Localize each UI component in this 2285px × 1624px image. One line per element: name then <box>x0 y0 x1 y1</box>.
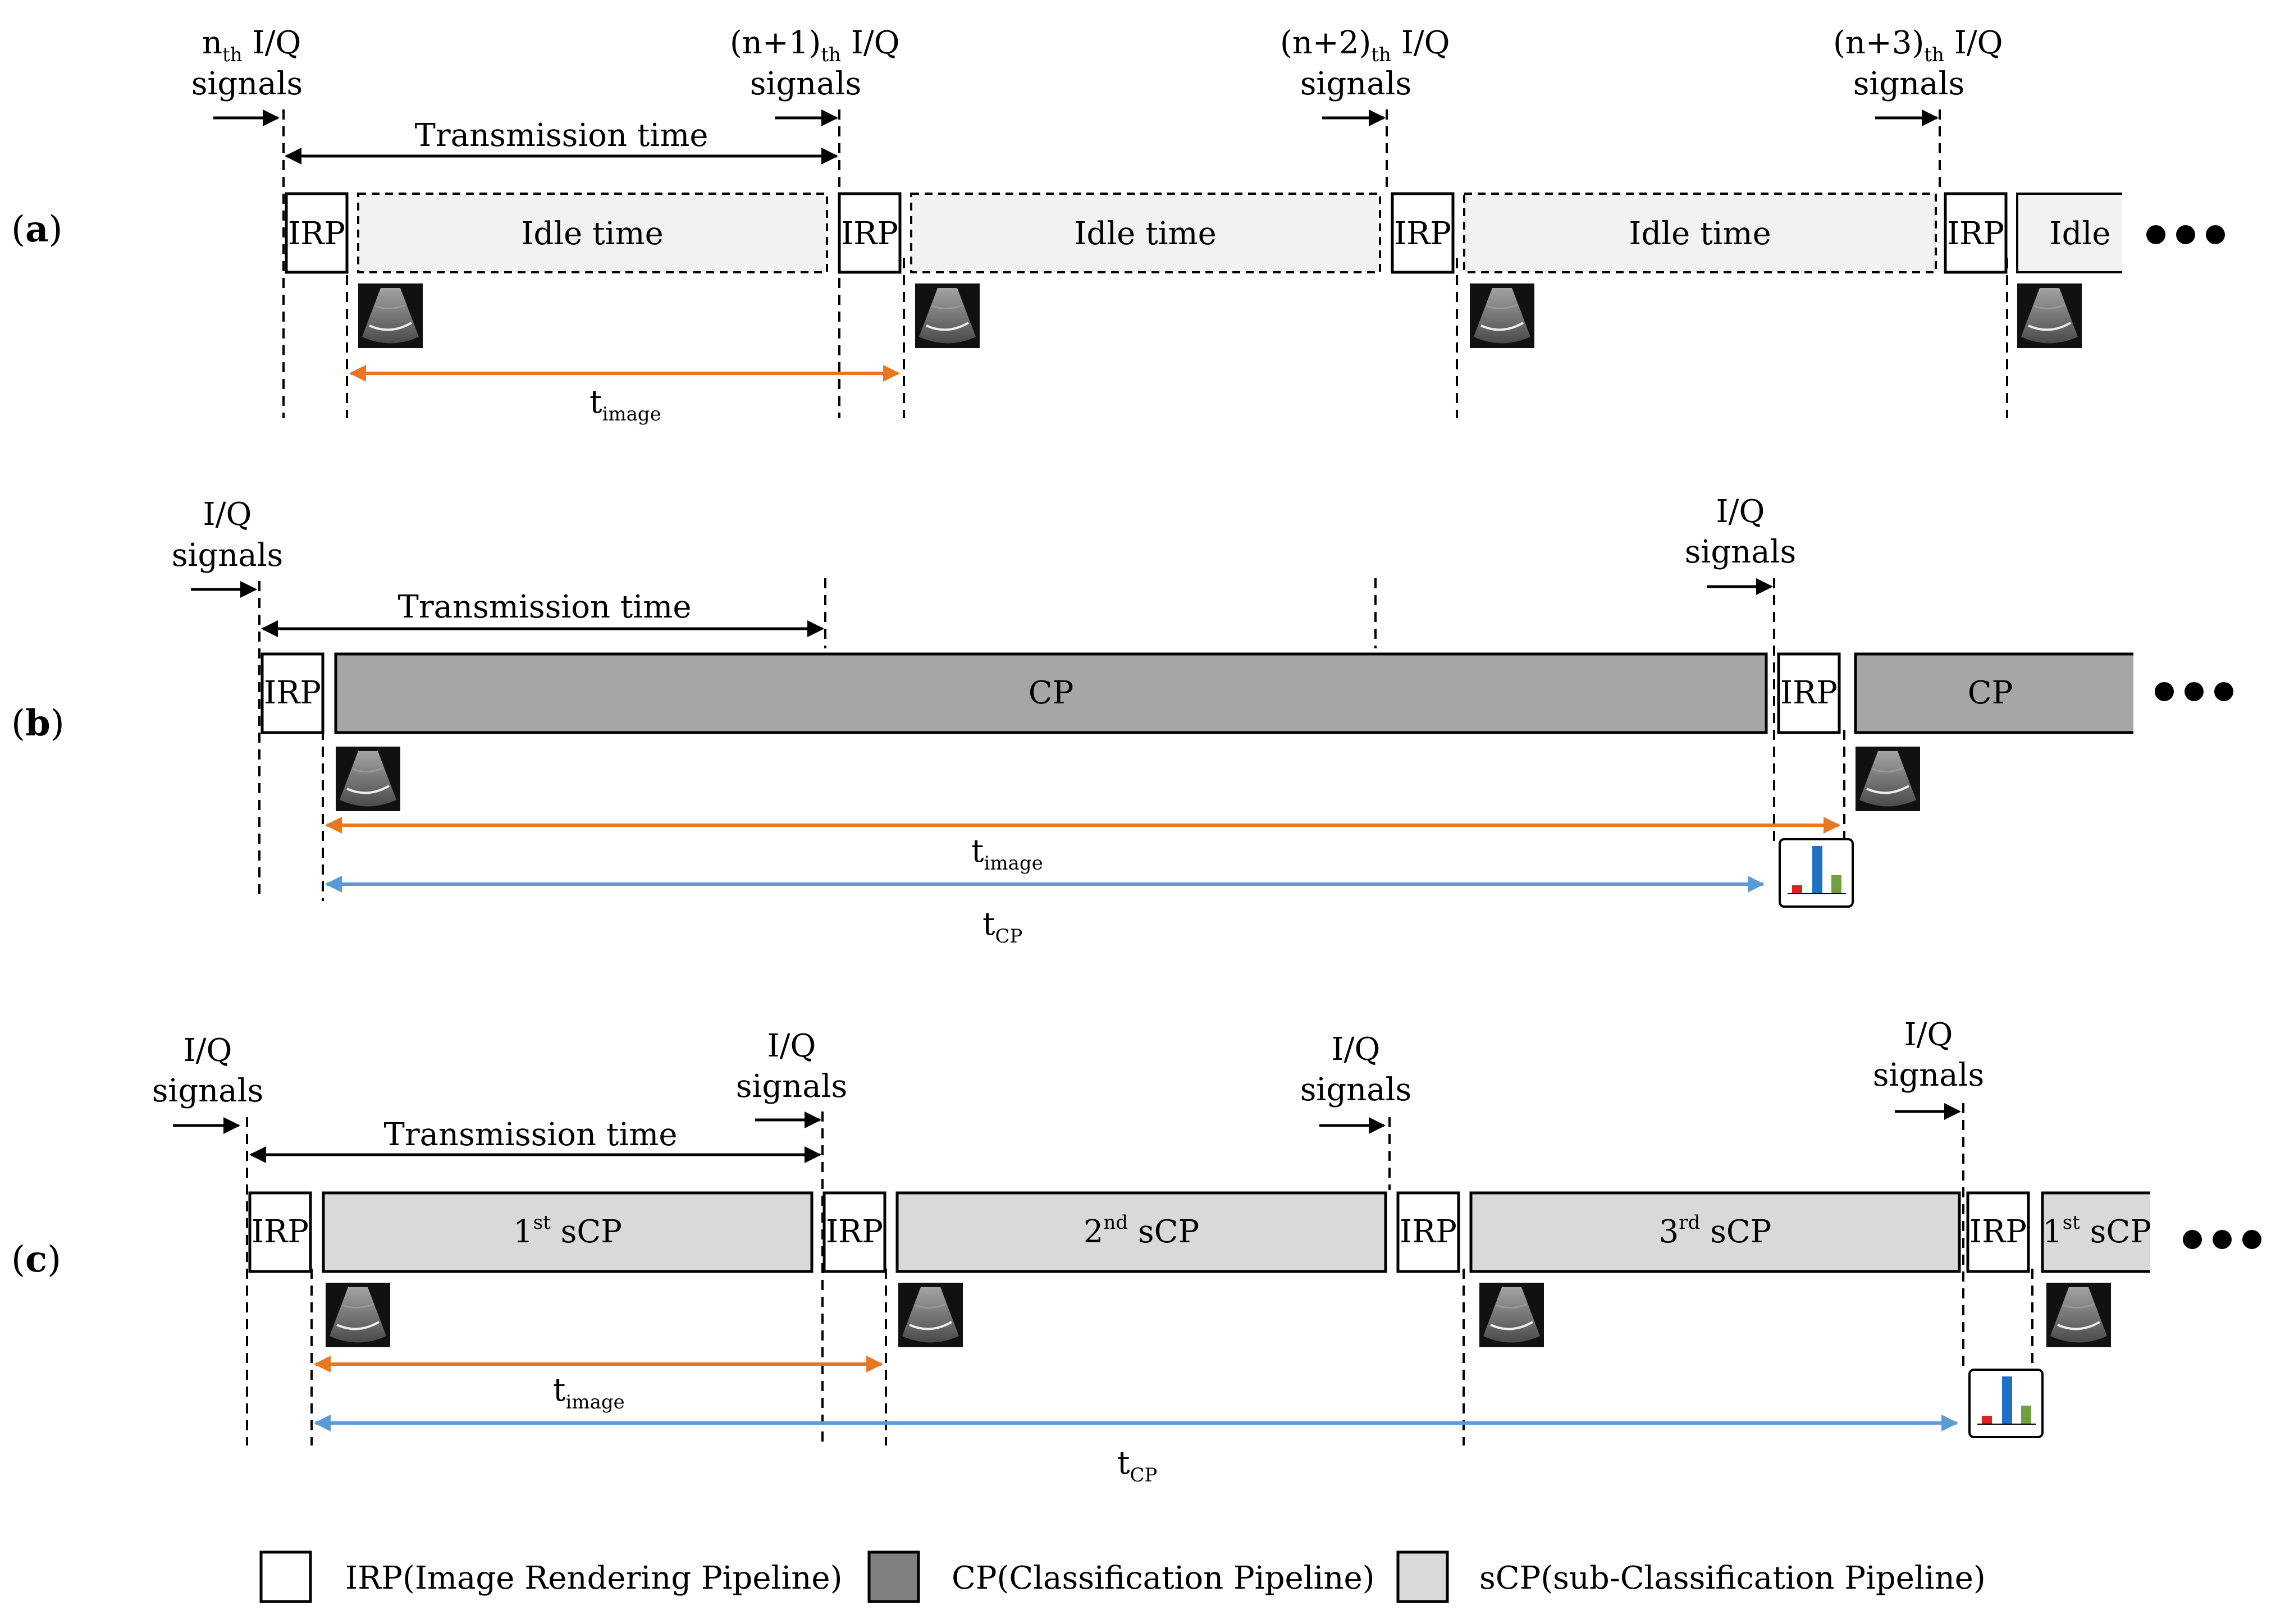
irp-block: IRP <box>1944 192 2008 274</box>
scp-block: 1st sCP <box>2041 1191 2151 1273</box>
t-image-label: timage <box>589 384 661 426</box>
svg-text:CP: CP <box>1968 675 2013 711</box>
signal-label-n3-signals: signals <box>1853 66 1965 102</box>
legend-cp-label: CP(Classification Pipeline) <box>952 1560 1374 1596</box>
signal-label-n1: (n+1)th I/Q <box>730 25 900 66</box>
idle-block: Idle <box>2016 193 2122 273</box>
legend-scp-label: sCP(sub-Classification Pipeline) <box>1479 1560 1986 1596</box>
panel-a-label: (a) <box>11 208 62 250</box>
svg-text:IRP: IRP <box>288 216 345 252</box>
transmission-time-label: Transmission time <box>384 1117 678 1153</box>
svg-text:IRP: IRP <box>252 1214 309 1250</box>
signals-label: signals <box>736 1068 848 1105</box>
irp-block: IRP <box>261 652 325 734</box>
t-cp-label: tCP <box>982 906 1022 948</box>
ultrasound-image-icon <box>1469 282 1535 349</box>
signals-label: signals <box>152 1073 264 1109</box>
ultrasound-image-icon <box>914 282 981 349</box>
svg-text:IRP: IRP <box>1947 216 2004 252</box>
iq-label: I/Q <box>203 496 252 533</box>
signals-label: signals <box>1873 1057 1985 1094</box>
legend-irp-swatch <box>259 1550 312 1603</box>
bar-chart-icon <box>1779 838 1854 908</box>
legend-scp-swatch <box>1396 1550 1449 1603</box>
ultrasound-image-icon <box>357 282 424 349</box>
iq-label: I/Q <box>1716 493 1765 530</box>
svg-text:1st sCP: 1st sCP <box>2042 1211 2151 1250</box>
svg-text:CP: CP <box>1029 675 1074 711</box>
irp-block: IRP <box>838 192 902 274</box>
t-image-label: timage <box>553 1372 625 1413</box>
svg-text:Idle time: Idle time <box>1074 216 1216 252</box>
legend-irp-label: IRP(Image Rendering Pipeline) <box>345 1560 842 1596</box>
scp-block: 3rd sCP <box>1469 1191 1961 1273</box>
svg-text:IRP: IRP <box>1400 1214 1457 1250</box>
svg-text:2nd sCP: 2nd sCP <box>1084 1211 1199 1250</box>
ultrasound-image-icon <box>1478 1282 1545 1348</box>
svg-text:IRP: IRP <box>1969 1214 2027 1250</box>
signal-label-n: nth I/Q <box>202 25 301 66</box>
irp-block: IRP <box>285 192 349 274</box>
signals-label: signals <box>172 537 284 574</box>
svg-text:Idle: Idle <box>2049 216 2110 252</box>
signal-label-n3: (n+3)th I/Q <box>1833 25 2003 66</box>
idle-block: Idle time <box>357 193 828 273</box>
ellipsis-icon <box>2183 1230 2261 1249</box>
ellipsis-icon <box>2146 225 2225 244</box>
ultrasound-image-icon <box>325 1282 391 1348</box>
signals-label: signals <box>1685 534 1797 570</box>
signals-label: signals <box>1300 1072 1412 1108</box>
panel-b-label: (b) <box>11 702 65 744</box>
irp-block: IRP <box>822 1191 886 1273</box>
t-cp-label: tCP <box>1117 1445 1157 1486</box>
scp-block: 1st sCP <box>322 1191 814 1273</box>
irp-block: IRP <box>1966 1191 2030 1273</box>
irp-block: IRP <box>1391 192 1455 274</box>
signal-label-n1-signals: signals <box>750 66 862 102</box>
ultrasound-image-icon <box>2016 282 2083 349</box>
svg-text:IRP: IRP <box>826 1214 883 1250</box>
svg-text:1st sCP: 1st sCP <box>513 1211 622 1250</box>
signal-label-n2-signals: signals <box>1300 66 1412 102</box>
svg-text:Idle time: Idle time <box>1629 216 1771 252</box>
iq-label: I/Q <box>1904 1017 1953 1053</box>
bar-chart-icon <box>1968 1369 2044 1438</box>
svg-text:IRP: IRP <box>264 675 321 711</box>
transmission-time-label: Transmission time <box>415 117 709 154</box>
svg-text:Idle time: Idle time <box>521 216 663 252</box>
irp-block: IRP <box>248 1191 312 1273</box>
idle-block: Idle time <box>1463 193 1937 273</box>
iq-label: I/Q <box>767 1028 816 1064</box>
legend-cp-swatch <box>867 1550 920 1603</box>
svg-text:3rd sCP: 3rd sCP <box>1659 1211 1772 1250</box>
irp-block: IRP <box>1777 652 1841 734</box>
legend: IRP(Image Rendering Pipeline) CP(Classif… <box>259 1550 1986 1603</box>
irp-block: IRP <box>1396 1191 1460 1273</box>
svg-text:IRP: IRP <box>1394 216 1451 252</box>
t-image-label: timage <box>971 833 1043 875</box>
iq-label: I/Q <box>184 1032 232 1069</box>
panel-c-label: (c) <box>11 1238 61 1280</box>
iq-label: I/Q <box>1332 1031 1381 1068</box>
ultrasound-image-icon <box>335 745 401 812</box>
ultrasound-image-icon <box>2045 1282 2112 1348</box>
cp-block: CP <box>1854 652 2133 734</box>
svg-text:IRP: IRP <box>1780 675 1838 711</box>
ultrasound-image-icon <box>897 1282 964 1348</box>
signal-label-n2: (n+2)th I/Q <box>1280 25 1450 66</box>
svg-text:IRP: IRP <box>841 216 898 252</box>
transmission-time-label: Transmission time <box>398 589 692 625</box>
ultrasound-image-icon <box>1854 745 1921 812</box>
signal-label-n-signals: signals <box>191 66 303 102</box>
ellipsis-icon <box>2155 682 2233 701</box>
scp-block: 2nd sCP <box>895 1191 1387 1273</box>
cp-block: CP <box>334 652 1768 734</box>
idle-block: Idle time <box>910 193 1381 273</box>
